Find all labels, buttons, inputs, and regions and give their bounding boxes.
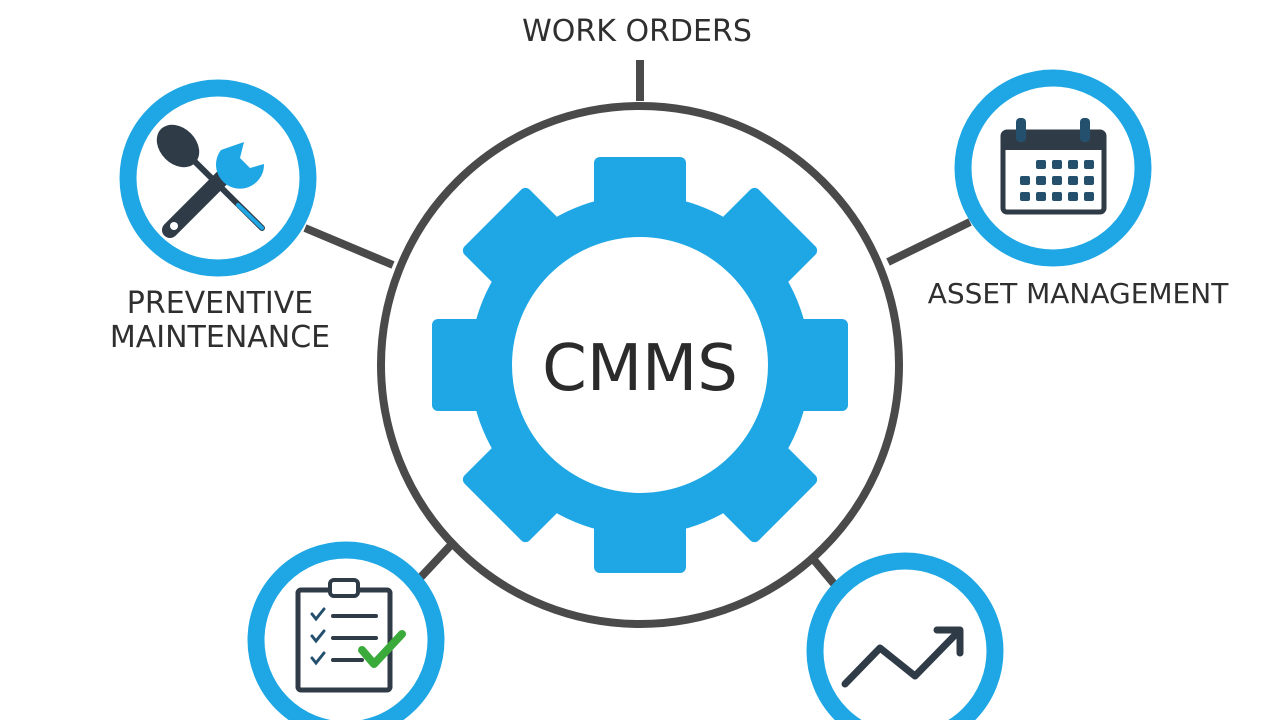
connector-trend — [810, 557, 839, 588]
center-label: CMMS — [542, 332, 738, 406]
trend-up-icon — [841, 626, 964, 688]
gear-icon — [432, 157, 848, 573]
work-orders-label: WORK ORDERS — [522, 14, 752, 49]
asset-management-node — [954, 69, 1152, 267]
asset-management-label: ASSET MANAGEMENT — [928, 277, 1230, 310]
checklist-icon — [295, 578, 406, 693]
calendar-icon — [1000, 118, 1107, 215]
trend-node — [806, 552, 1004, 720]
connector-checklist — [417, 543, 453, 581]
connector-preventive-maintenance — [303, 224, 395, 269]
connectors — [303, 60, 972, 588]
checklist-node — [247, 541, 445, 720]
preventive-maintenance-node — [119, 79, 317, 277]
tools-icon — [156, 124, 265, 238]
preventive-maintenance-label-line-2: MAINTENANCE — [110, 320, 330, 355]
preventive-maintenance-label-line-1: PREVENTIVE — [127, 286, 313, 321]
connector-asset-management — [886, 218, 972, 266]
